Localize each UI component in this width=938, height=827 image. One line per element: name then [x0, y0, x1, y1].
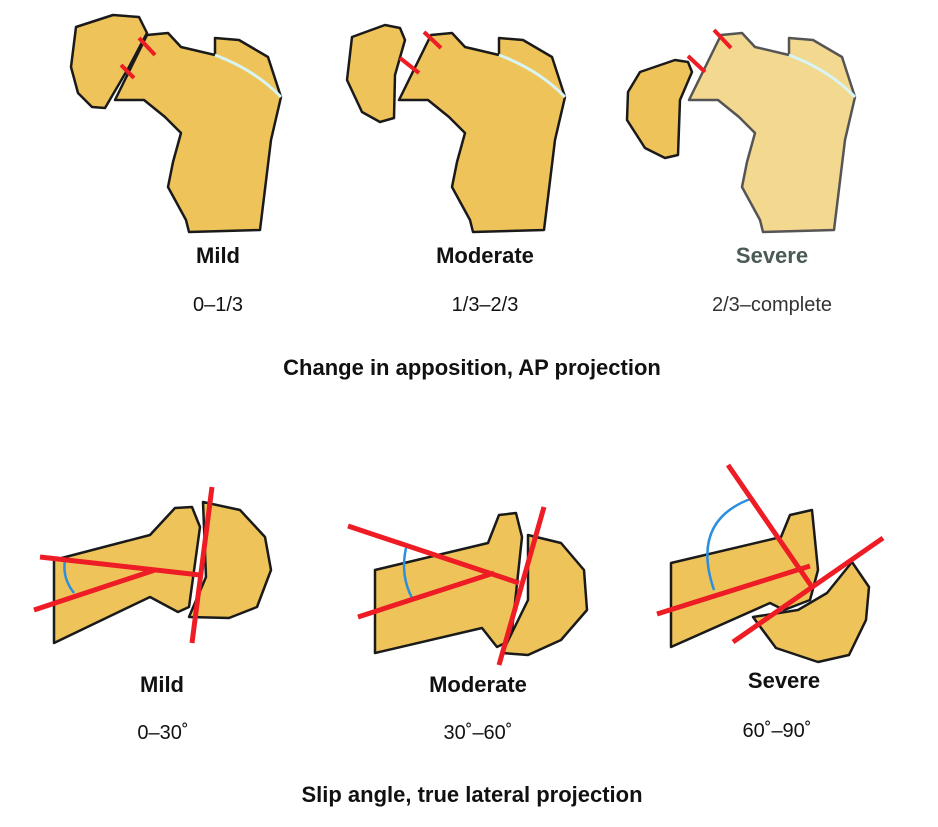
physis-line — [496, 506, 547, 666]
apposition-marker — [686, 54, 707, 74]
range-label: 30˚–60˚ — [443, 722, 513, 744]
growth-plate-line — [788, 53, 857, 99]
range-label: 0–30˚ — [137, 722, 189, 744]
femoral-shaft — [397, 31, 567, 234]
growth-plate-line — [214, 53, 283, 99]
shaft-axis-line — [656, 563, 811, 617]
ap-mild-femur — [69, 13, 283, 234]
slip-angle-arc — [402, 547, 414, 599]
apposition-marker — [422, 30, 443, 50]
head-axis-line — [39, 554, 201, 578]
femoral-head — [345, 23, 407, 124]
femoral-shaft — [687, 31, 857, 234]
shaft-axis-line — [357, 570, 495, 620]
range-label: 0–1/3 — [192, 294, 244, 316]
grade-label: Mild — [196, 243, 240, 268]
physis-line — [189, 486, 215, 644]
femoral-head — [751, 560, 871, 664]
head-axis-line — [725, 463, 815, 589]
lateral-severe-femur — [656, 463, 885, 664]
slip-angle-arc — [63, 559, 75, 594]
ap-moderate-femur — [345, 23, 567, 234]
lateral-moderate-femur — [347, 506, 589, 666]
femoral-neck — [52, 505, 202, 645]
range-label: 60˚–90˚ — [742, 720, 812, 742]
shaft-axis-line — [33, 567, 156, 613]
grade-label: Moderate — [436, 243, 534, 268]
bottom-caption: Slip angle, true lateral projection — [301, 782, 643, 807]
femoral-neck — [373, 511, 524, 655]
apposition-marker — [712, 28, 733, 50]
apposition-marker — [137, 36, 157, 57]
top-caption: Change in apposition, AP projection — [283, 355, 661, 380]
growth-plate-line — [498, 53, 567, 99]
range-label: 1/3–2/3 — [451, 294, 519, 316]
grade-label: Severe — [735, 243, 809, 268]
femoral-head — [69, 13, 149, 110]
slip-angle-arc — [706, 496, 754, 591]
range-label: 2/3–complete — [711, 294, 833, 316]
grade-label: Moderate — [429, 672, 527, 697]
grade-label: Mild — [140, 672, 184, 697]
lateral-mild-femur — [33, 486, 273, 645]
apposition-marker — [398, 56, 421, 75]
physis-line — [731, 535, 885, 645]
apposition-marker — [119, 63, 136, 80]
femoral-shaft — [113, 31, 283, 234]
grade-label: Severe — [747, 668, 821, 693]
femoral-head — [625, 58, 694, 160]
ap-severe-femur — [625, 28, 857, 234]
femoral-head — [500, 533, 589, 657]
